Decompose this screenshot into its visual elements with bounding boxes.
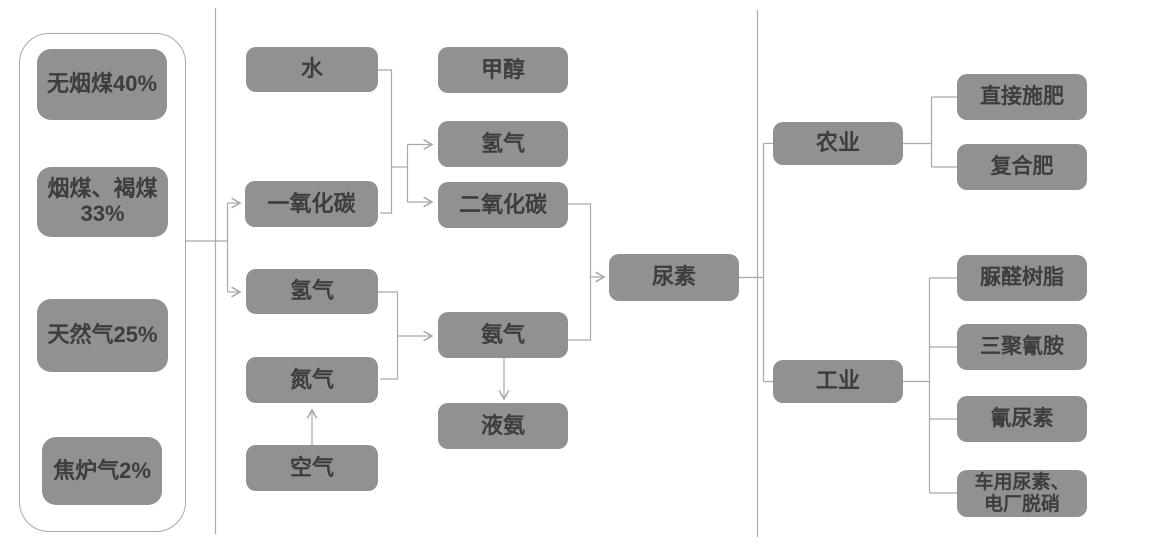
node-agriculture: 农业 — [773, 122, 903, 165]
node-coke-oven-gas: 焦炉气2% — [42, 437, 162, 505]
node-ammonia: 氨气 — [438, 312, 568, 358]
raw-materials-group-frame — [19, 33, 186, 532]
node-urea: 尿素 — [609, 254, 739, 301]
node-melamine: 三聚氰胺 — [957, 324, 1087, 370]
node-direct-fertilization: 直接施肥 — [957, 74, 1087, 120]
node-urea-formaldehyde-resin: 脲醛树脂 — [957, 255, 1087, 301]
section-dividers — [214, 8, 759, 537]
node-air: 空气 — [246, 445, 378, 491]
flow-connectors — [185, 69, 957, 494]
node-vehicle-urea-denitration: 车用尿素、 电厂脱硝 — [957, 470, 1087, 517]
node-water: 水 — [246, 47, 378, 92]
node-carbon-dioxide: 二氧化碳 — [438, 182, 568, 228]
node-cyanuric-urea: 氰尿素 — [957, 396, 1087, 442]
node-anthracite: 无烟煤40% — [37, 49, 167, 120]
node-bituminous-lignite: 烟煤、褐煤 33% — [37, 167, 168, 237]
node-natural-gas: 天然气25% — [37, 299, 168, 372]
node-methanol: 甲醇 — [438, 47, 568, 93]
node-carbon-monoxide: 一氧化碳 — [245, 181, 378, 227]
node-industry: 工业 — [773, 360, 903, 403]
node-hydrogen-mid: 氢气 — [246, 269, 378, 314]
node-liquid-ammonia: 液氨 — [438, 403, 568, 449]
node-compound-fertilizer: 复合肥 — [957, 144, 1087, 190]
node-hydrogen-right: 氢气 — [438, 121, 568, 167]
node-nitrogen: 氮气 — [246, 357, 378, 403]
